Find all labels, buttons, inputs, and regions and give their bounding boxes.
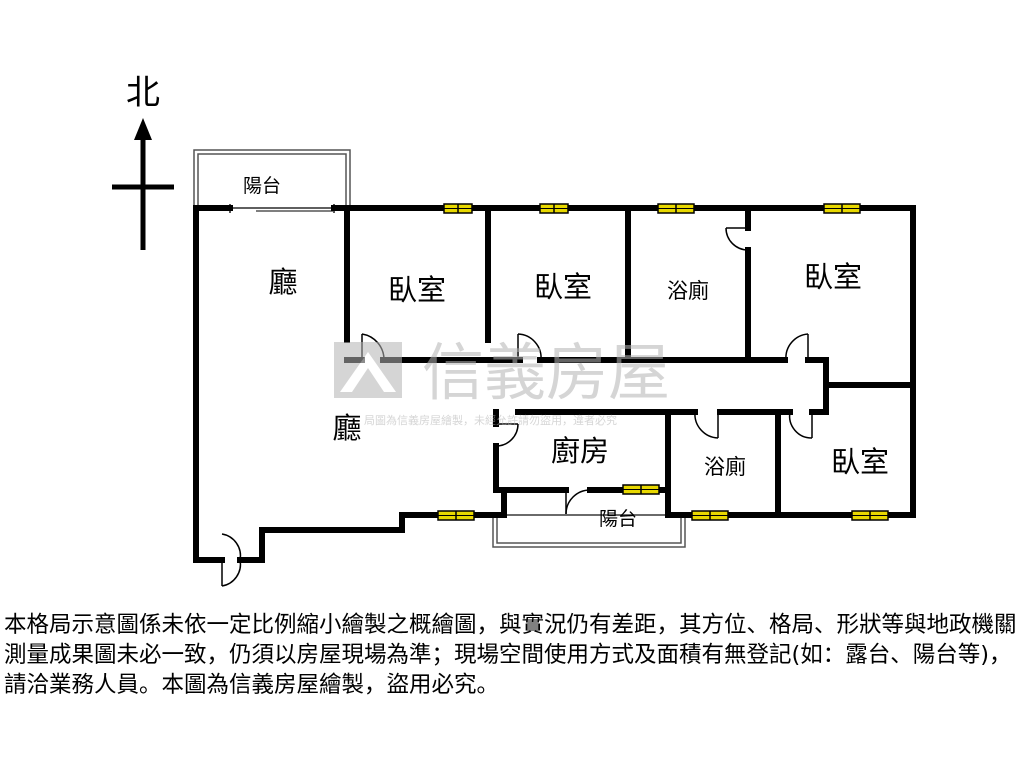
balcony-bottom (492, 514, 686, 548)
window (622, 484, 660, 495)
walls (193, 205, 916, 563)
door-swing-icon (788, 411, 813, 439)
room-label-balcony-top: 陽台 (243, 175, 281, 197)
door-swing-icon (785, 333, 809, 361)
room-label-living-lower: 廳 (332, 411, 361, 445)
brand-logo-icon (334, 342, 402, 398)
room-label-bedroom-2: 臥室 (534, 270, 592, 304)
door-swing-icon (565, 489, 591, 515)
window (851, 510, 889, 521)
watermark: 信義房屋 局圖為信義房屋繪製，未經允許請勿盜用，違者必究 (334, 336, 670, 427)
door-swing-icon (694, 411, 719, 439)
windows (437, 203, 889, 521)
disclaimer-text: 本格局示意圖係未依一定比例縮小繪製之概繪圖，與實況仍有差距，其方位、格局、形狀等… (4, 612, 1017, 698)
window (443, 203, 473, 214)
door-swing-icon (725, 227, 749, 251)
room-label-living-upper: 廳 (268, 265, 297, 299)
north-label: 北 (126, 73, 160, 113)
window (823, 203, 861, 214)
window (691, 510, 729, 521)
door-swing-icon (517, 333, 542, 361)
room-label-kitchen: 廚房 (551, 434, 609, 468)
door-swing-icon (221, 533, 242, 587)
room-label-bedroom-1: 臥室 (388, 273, 446, 307)
room-label-bedroom-4: 臥室 (831, 445, 889, 479)
window (437, 510, 475, 521)
window (539, 203, 569, 214)
north-arrow-icon (134, 118, 152, 140)
room-label-balcony-bottom: 陽台 (599, 508, 637, 530)
floor-plan: 北 (112, 73, 916, 587)
door-swing-icon (495, 423, 519, 447)
room-label-bathroom-2: 浴廁 (704, 455, 746, 479)
window (657, 203, 695, 214)
watermark-brand: 信義房屋 (422, 336, 670, 409)
room-label-bathroom-1: 浴廁 (667, 279, 709, 303)
balcony-top (193, 149, 351, 213)
compass: 北 (112, 73, 174, 250)
room-label-bedroom-3: 臥室 (804, 260, 862, 294)
watermark-notice: 局圖為信義房屋繪製，未經允許請勿盜用，違者必究 (364, 413, 617, 427)
